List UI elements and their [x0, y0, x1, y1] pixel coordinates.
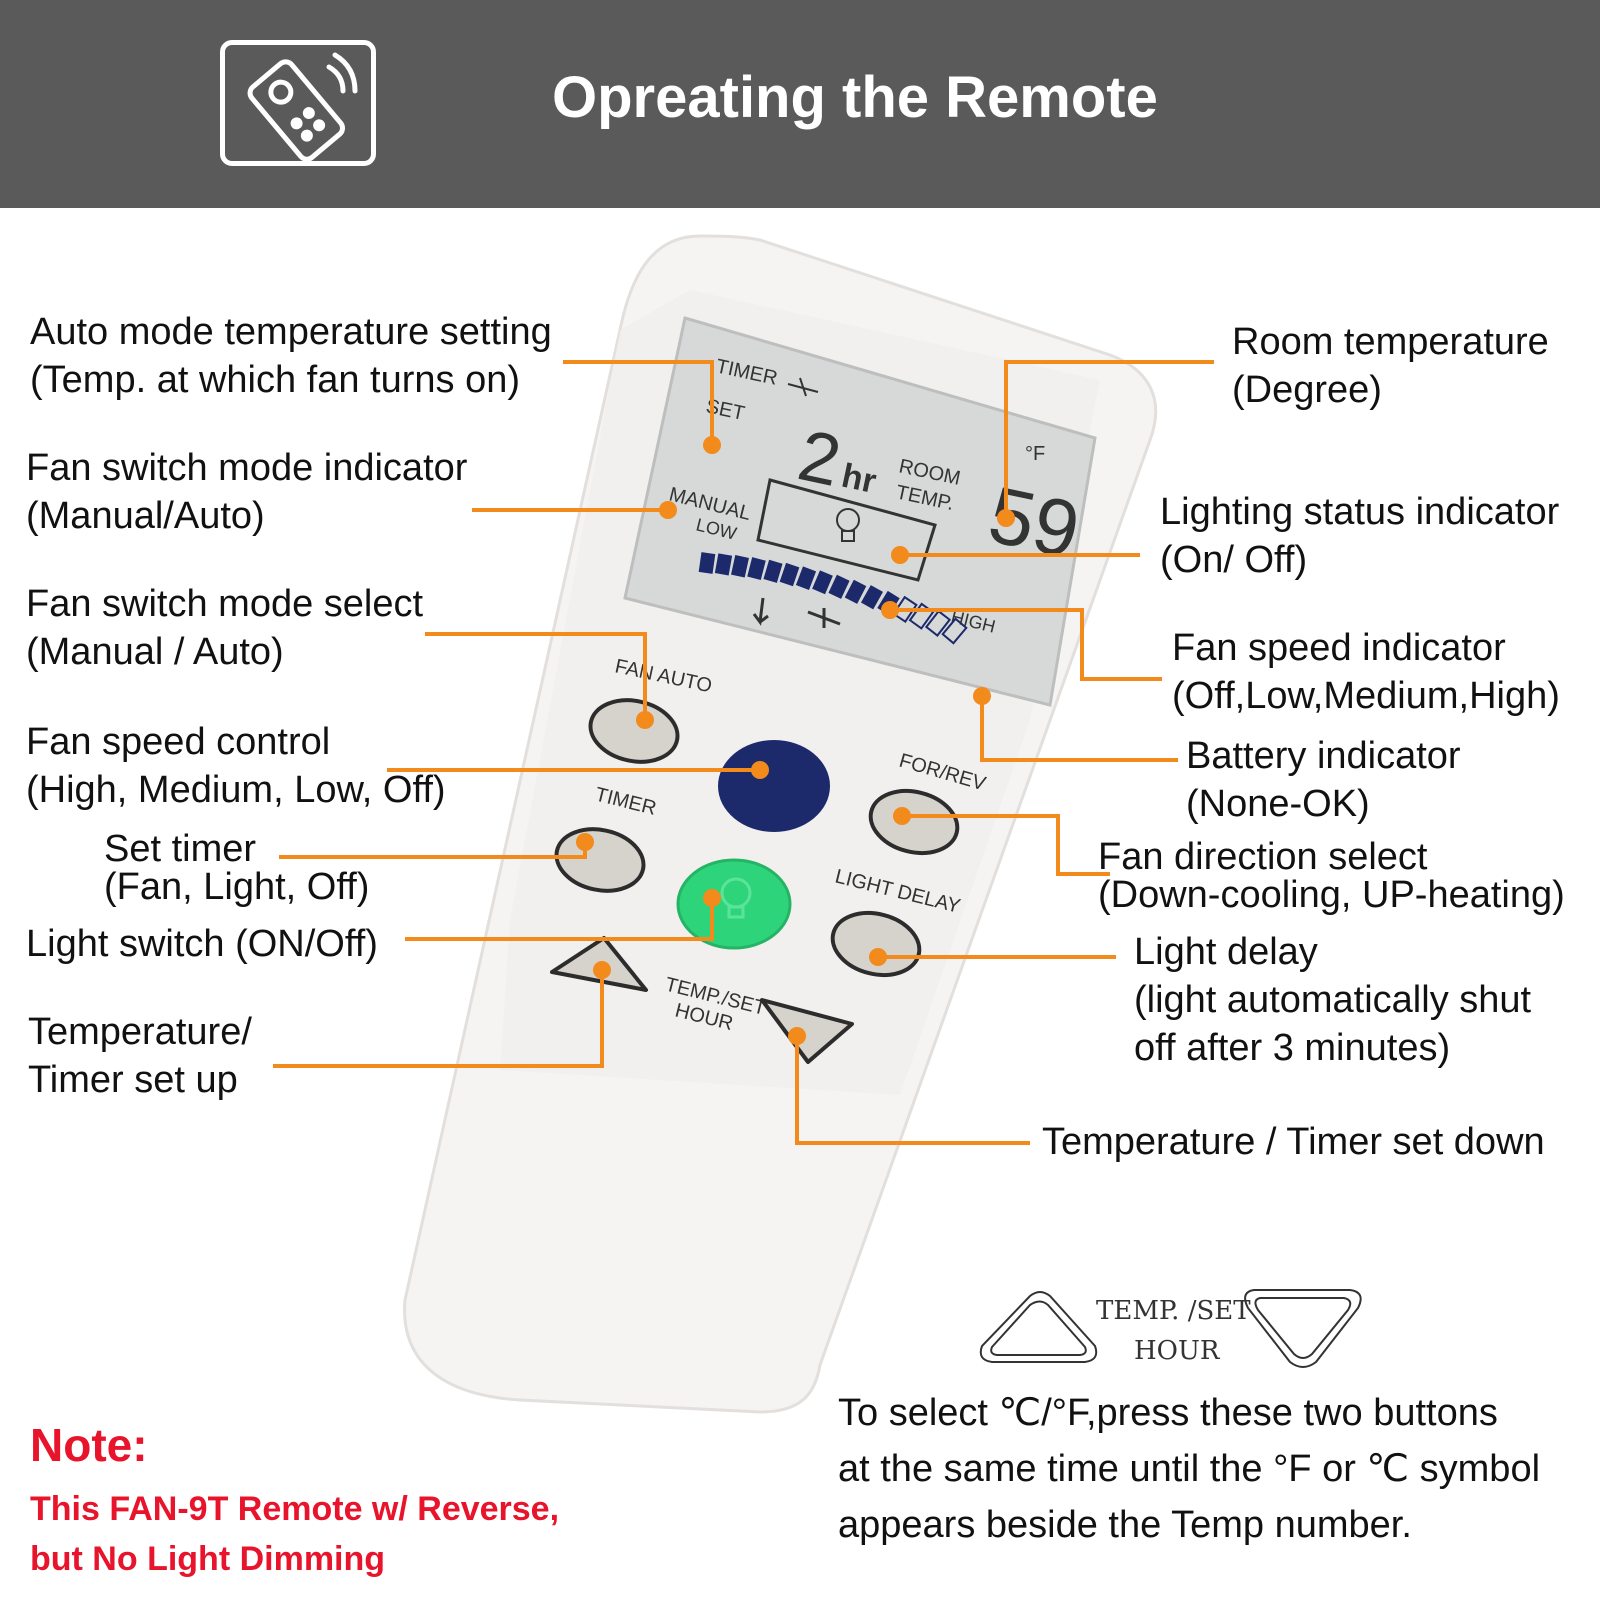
label-fan-mode-select: Fan switch mode select (Manual / Auto)	[26, 583, 424, 673]
dot-temp-timer-up	[593, 961, 611, 979]
speed-segment	[714, 553, 733, 576]
leader-fan-mode-select	[425, 632, 647, 720]
button-panel: FAN AUTO FOR/REV TIMER LIGHT DELAY TEMP.…	[550, 655, 989, 1064]
leader-room-temp	[1004, 360, 1214, 518]
speed-segment	[941, 617, 968, 645]
leader-fan-speed-indicator	[890, 608, 1162, 681]
dot-battery	[973, 687, 991, 705]
label-battery: Battery indicator (None-OK)	[1186, 735, 1461, 825]
lcd-temperature-text: 59	[981, 470, 1087, 576]
leader-lines	[273, 360, 1214, 1145]
label-temp-timer-down: Temperature / Timer set down	[1042, 1121, 1545, 1163]
dot-light-switch	[703, 889, 721, 907]
dot-auto-mode-temp	[703, 436, 721, 454]
for-rev-button[interactable]	[864, 782, 964, 862]
label-light-delay: Light delay (light automatically shut of…	[1134, 931, 1532, 1069]
lcd-bulb-icon	[756, 478, 937, 582]
label-lighting-status: Lighting status indicator (On/ Off)	[1160, 491, 1560, 581]
lcd-fan-icon	[752, 377, 841, 628]
dot-lighting-status	[891, 546, 909, 564]
light-delay-button[interactable]	[826, 904, 926, 984]
label-fan-mode-indicator: Fan switch mode indicator (Manual/Auto)	[26, 447, 468, 537]
leader-light-switch	[405, 898, 714, 941]
dot-light-delay	[869, 948, 887, 966]
note-body: This FAN-9T Remote w/ Reverse, but No Li…	[30, 1490, 560, 1578]
dot-fan-mode-select	[636, 711, 654, 729]
leader-battery	[980, 696, 1178, 762]
fan-auto-button[interactable]	[585, 693, 684, 770]
remote-diagram: TIMER SET 2 hr ROOM TEMP. °F 59 MANUAL L…	[273, 234, 1362, 1414]
speed-segment	[828, 574, 850, 599]
page-title: Opreating the Remote	[552, 65, 1158, 130]
speed-segment	[795, 566, 817, 591]
speed-segment	[747, 557, 766, 581]
label-auto-mode-temp: Auto mode temperature setting (Temp. at …	[30, 311, 552, 401]
dot-fan-mode-indicator	[659, 501, 677, 519]
dot-set-timer	[576, 833, 594, 851]
legend-caption-bottom: HOUR	[1134, 1336, 1220, 1366]
remote-control-icon	[220, 40, 376, 166]
dot-fan-speed-control	[751, 761, 769, 779]
speed-segment	[924, 609, 952, 637]
legend-up-button-icon	[979, 1291, 1098, 1363]
label-set-timer: Set timer (Fan, Light, Off)	[104, 828, 370, 908]
dot-fan-direction	[893, 807, 911, 825]
temp-down-button[interactable]	[760, 998, 854, 1064]
light-switch-button[interactable]	[676, 858, 792, 950]
legend-caption-top: TEMP. /SET	[1096, 1296, 1251, 1326]
label-fan-direction: Fan direction select (Down-cooling, UP-h…	[1098, 836, 1565, 916]
speed-segment	[844, 579, 867, 604]
leader-dots	[576, 436, 1015, 1045]
leader-fan-direction	[902, 814, 1110, 876]
instructions-text: To select ℃/°F,press these two buttons a…	[838, 1392, 1541, 1546]
leader-temp-timer-up	[273, 970, 604, 1068]
dot-fan-speed-indicator	[881, 601, 899, 619]
note-title: Note:	[30, 1419, 148, 1471]
label-fan-speed-indicator: Fan speed indicator (Off,Low,Medium,High…	[1172, 627, 1560, 717]
label-light-switch: Light switch (ON/Off)	[26, 923, 378, 965]
lcd-unit-text: °F	[1025, 443, 1045, 465]
light-bulb-icon	[720, 877, 752, 919]
speed-segment	[892, 595, 918, 623]
speed-segment	[698, 552, 716, 574]
leader-temp-timer-down	[795, 1036, 1030, 1145]
label-fan-speed-control: Fan speed control (High, Medium, Low, Of…	[26, 721, 446, 811]
speed-segment	[763, 559, 783, 583]
speed-segment	[779, 562, 800, 587]
fan-speed-button[interactable]	[718, 740, 830, 832]
leader-auto-mode-temp	[563, 360, 714, 445]
lcd-speed-bar	[698, 552, 968, 645]
lcd-hours-unit-text: hr	[838, 457, 879, 501]
legend-down-button-icon	[1244, 1289, 1362, 1368]
speed-segment	[812, 570, 833, 595]
speed-segment	[731, 555, 749, 578]
dot-room-temp	[997, 509, 1015, 527]
dot-temp-timer-down	[788, 1027, 806, 1045]
header-bar: Opreating the Remote	[0, 0, 1600, 208]
label-room-temp: Room temperature (Degree)	[1232, 321, 1549, 411]
label-temp-timer-up: Temperature/ Timer set up	[28, 1011, 252, 1101]
speed-segment	[860, 585, 884, 610]
